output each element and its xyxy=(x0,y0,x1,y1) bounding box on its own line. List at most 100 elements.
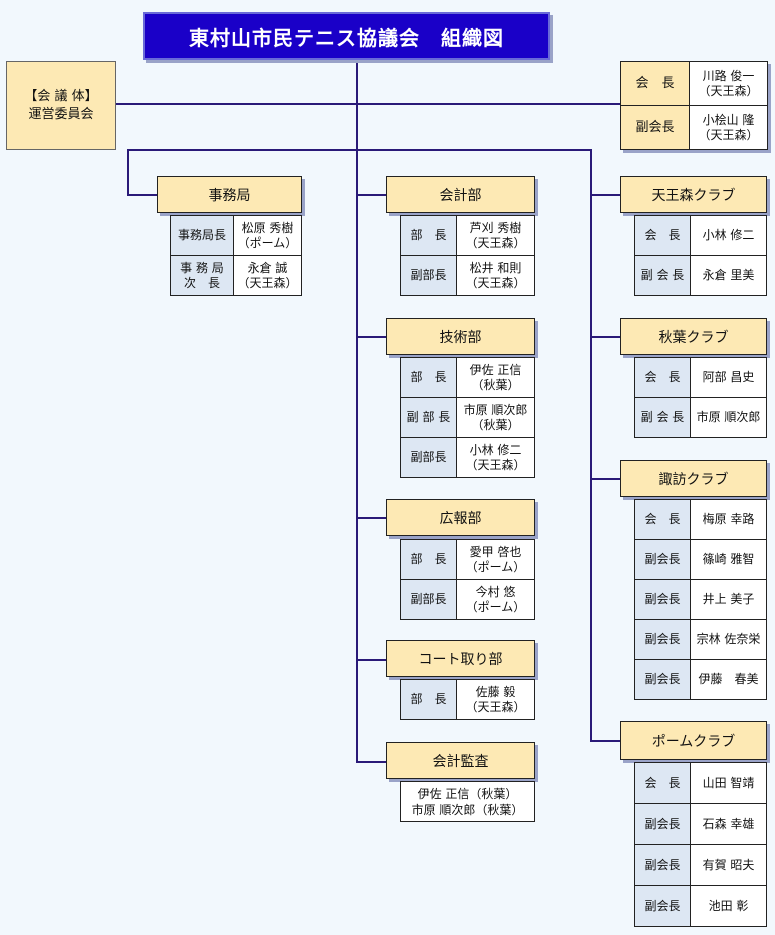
connector xyxy=(356,194,386,196)
dept-header-gijutsu: 技術部 xyxy=(386,318,535,355)
member-name: 梅原 幸路 xyxy=(690,499,767,540)
connector xyxy=(590,478,620,480)
dept-header-court: コート取り部 xyxy=(386,640,535,677)
role-cell: 部 長 xyxy=(400,679,457,720)
dept-header-audit: 会計監査 xyxy=(386,742,535,779)
member-org: （天王森） xyxy=(237,275,298,290)
member-name: 松井 和則 xyxy=(469,260,522,275)
member-name: 阿部 昌史 xyxy=(690,357,767,398)
connector xyxy=(590,336,620,338)
role-cell: 副会長 xyxy=(634,619,691,660)
member-name: 永倉 誠 xyxy=(247,260,288,275)
role-cell: 部 長 xyxy=(400,215,457,256)
member-cell: 永倉 誠（天王森） xyxy=(233,255,302,296)
club-table-tennoumori: 会 長小林 修二 副 会 長永倉 里美 xyxy=(634,215,767,296)
member-cell: 松原 秀樹（ポーム） xyxy=(233,215,302,256)
role-cell: 副会長 xyxy=(634,579,691,620)
council-label: 【会 議 体】 xyxy=(24,88,98,104)
officer-org: （天王森） xyxy=(698,127,759,142)
member-name: 佐藤 毅 xyxy=(475,684,516,699)
role-cell: 副 部 長 xyxy=(400,397,457,438)
member-name: 今村 悠 xyxy=(475,584,516,599)
dept-table-court: 部 長 佐藤 毅（天王森） xyxy=(400,679,535,720)
member-org: （天王森） xyxy=(465,699,526,714)
role-cell: 副部長 xyxy=(400,437,457,478)
role-cell: 会 長 xyxy=(634,215,691,256)
member-name: 市原 順次郎 xyxy=(463,402,528,417)
member-name: 篠崎 雅智 xyxy=(690,539,767,580)
role-cell: 事 務 局次 長 xyxy=(170,255,234,296)
role-label: 事務局長 xyxy=(177,228,226,242)
role-label-2: 次 長 xyxy=(183,275,220,290)
member-name: 有賀 昭夫 xyxy=(690,844,767,886)
member-cell: 松井 和則（天王森） xyxy=(456,255,535,296)
member-org: （天王森） xyxy=(465,235,526,250)
officer-role: 会 長 xyxy=(620,61,690,106)
dept-table-kouhou: 部 長 愛甲 啓也（ポーム） 副部長 今村 悠（ポーム） xyxy=(400,539,535,620)
connector xyxy=(590,149,592,742)
member-cell: 佐藤 毅（天王森） xyxy=(456,679,535,720)
officer-role: 副会長 xyxy=(620,105,690,150)
officer-org: （天王森） xyxy=(698,83,759,98)
member-name: 永倉 里美 xyxy=(690,255,767,296)
council-name: 運営委員会 xyxy=(28,106,94,122)
connector xyxy=(127,149,129,195)
club-table-akiba: 会 長阿部 昌史 副 会 長市原 順次郎 xyxy=(634,357,767,438)
member-cell: 小林 修二（天王森） xyxy=(456,437,535,478)
member-cell: 今村 悠（ポーム） xyxy=(456,579,535,620)
member-name: 石森 幸雄 xyxy=(690,803,767,845)
member-org: （秋葉） xyxy=(471,417,520,432)
dept-table-kaikei: 部 長 芦刈 秀樹（天王森） 副部長 松井 和則（天王森） xyxy=(400,215,535,296)
role-cell: 副会長 xyxy=(634,539,691,580)
page-title: 東村山市民テニス協議会 組織図 xyxy=(143,12,550,60)
role-cell: 会 長 xyxy=(634,499,691,540)
member-name: 愛甲 啓也 xyxy=(469,544,522,559)
role-cell: 会 長 xyxy=(634,762,691,804)
dept-header-kouhou: 広報部 xyxy=(386,499,535,536)
club-table-pome: 会 長山田 智靖 副会長石森 幸雄 副会長有賀 昭夫 副会長池田 彰 xyxy=(634,762,767,927)
club-header-suwa: 諏訪クラブ xyxy=(620,460,767,497)
connector xyxy=(127,149,592,151)
connector xyxy=(356,60,358,763)
role-cell: 副会長 xyxy=(634,844,691,886)
role-cell: 副会長 xyxy=(634,659,691,700)
member-org: （天王森） xyxy=(465,457,526,472)
dept-table-gijutsu: 部 長 伊佐 正信（秋葉） 副 部 長 市原 順次郎（秋葉） 副部長 小林 修二… xyxy=(400,357,535,478)
role-cell: 副 会 長 xyxy=(634,397,691,438)
member-org: （ポーム） xyxy=(237,235,298,250)
member-cell: 市原 順次郎（秋葉） xyxy=(456,397,535,438)
member-cell: 伊佐 正信（秋葉） xyxy=(456,357,535,398)
member-name: 池田 彰 xyxy=(690,885,767,927)
member-name: 松原 秀樹 xyxy=(241,220,294,235)
connector xyxy=(356,761,386,763)
connector xyxy=(127,194,157,196)
club-header-pome: ポームクラブ xyxy=(620,721,767,760)
member-cell: 愛甲 啓也（ポーム） xyxy=(456,539,535,580)
role-cell: 事務局長 xyxy=(170,215,234,256)
member-name: 伊佐 正信 xyxy=(469,362,522,377)
connector xyxy=(356,517,386,519)
connector xyxy=(356,336,386,338)
officer-name: 川路 俊一 xyxy=(702,68,755,83)
officer-cell: 川路 俊一（天王森） xyxy=(689,61,768,106)
connector xyxy=(590,194,620,196)
member-name: 芦刈 秀樹 xyxy=(469,220,522,235)
role-cell: 会 長 xyxy=(634,357,691,398)
officer-name: 小桧山 隆 xyxy=(702,112,755,127)
connector xyxy=(590,740,620,742)
club-header-akiba: 秋葉クラブ xyxy=(620,318,767,355)
member-org: （秋葉） xyxy=(471,377,520,392)
member-org: （天王森） xyxy=(465,275,526,290)
role-cell: 副会長 xyxy=(634,885,691,927)
dept-header-kaikei: 会計部 xyxy=(386,176,535,213)
role-cell: 副会長 xyxy=(634,803,691,845)
member-name: 小林 修二 xyxy=(469,442,522,457)
dept-table-jimukyoku: 事務局長 松原 秀樹（ポーム） 事 務 局次 長 永倉 誠（天王森） xyxy=(170,215,302,296)
member-name: 小林 修二 xyxy=(690,215,767,256)
member-cell: 芦刈 秀樹（天王森） xyxy=(456,215,535,256)
role-cell: 部 長 xyxy=(400,539,457,580)
member-name: 市原 順次郎 xyxy=(690,397,767,438)
role-label: 事 務 局 xyxy=(180,260,224,275)
member-name: 宗林 佐奈栄 xyxy=(690,619,767,660)
connector xyxy=(356,659,386,661)
